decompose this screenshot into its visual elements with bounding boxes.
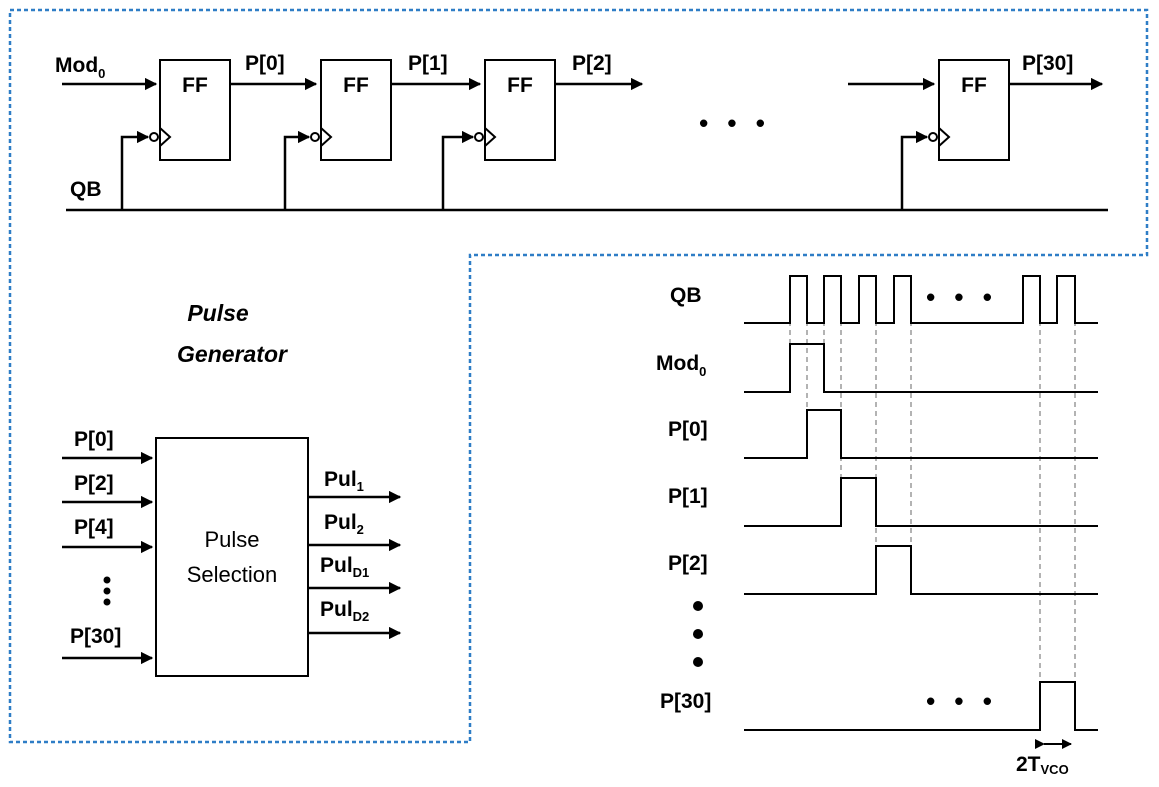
flipflop-30: FF P[30] [848,52,1104,210]
flipflop-label: FF [961,74,987,97]
clock-triangle [320,127,333,147]
flipflop-label: FF [507,74,533,97]
clock-label: QB [70,178,102,201]
shift-input-label: Mod0 [55,54,105,81]
pulse-input-label: P[4] [74,516,114,539]
timing-label-mod0: Mod0 [656,352,706,379]
clock-wire [900,130,929,210]
timing-label-p0: P[0] [668,418,708,441]
waveform-mod0 [744,343,1098,393]
flipflop-box [484,59,556,161]
pulse-generator: Pulse Generator Pulse Selection P[0] P[2… [62,300,402,677]
flipflop-box [320,59,392,161]
flipflop-1: FF P[1] [283,52,482,210]
inversion-bubble [310,132,320,142]
waveform-p1 [744,477,1098,527]
timing-label-qb: QB [670,284,702,307]
inversion-bubble [928,132,938,142]
flipflop-box [159,59,231,161]
clock-wire [441,130,475,210]
pulse-selection-line2: Selection [187,562,278,587]
pulse-input-label: P[30] [70,625,121,648]
period-label: 2TVCO [1016,753,1069,777]
output-label: P[1] [408,52,448,75]
pulse-generator-title-line1: Pulse [187,300,249,326]
shift-ellipsis: • • • [699,108,771,138]
clock-wire [120,130,150,210]
pulse-selection-block [155,437,309,677]
flipflop-box [938,59,1010,161]
shift-register: Mod0 QB FF P[0] FF P[1] F [55,52,1108,212]
output-label: P[2] [572,52,612,75]
timing-ellipsis-p30: • • • [926,686,998,716]
timing-diagram: QB • • • Mod0 P[0] P[1] P[2] P[30] • • •… [656,275,1098,777]
pulse-input-ellipsis [103,576,111,606]
timing-vertical-ellipsis [693,601,703,667]
output-label: P[0] [245,52,285,75]
clock-triangle [938,127,951,147]
inversion-bubble [149,132,159,142]
pulse-input-label: P[0] [74,428,114,451]
clock-triangle [159,127,172,147]
waveform-p0 [744,409,1098,459]
waveform-p2 [744,545,1098,595]
clock-wire [283,130,311,210]
region-border [8,8,1149,744]
waveform-qb [744,275,1098,324]
timing-label-p1: P[1] [668,485,708,508]
pulse-output-label: PulD1 [320,554,369,580]
pulse-input-label: P[2] [74,472,114,495]
timing-label-p30: P[30] [660,690,711,713]
pulse-selection-line1: Pulse [204,527,259,552]
pulse-output-label: Pul1 [324,468,364,494]
timing-label-p2: P[2] [668,552,708,575]
pulse-output-label: Pul2 [324,511,364,537]
clock-triangle [484,127,497,147]
pulse-generator-title-line2: Generator [177,341,288,367]
timing-ellipsis-qb: • • • [926,282,998,312]
inversion-bubble [474,132,484,142]
output-label: P[30] [1022,52,1073,75]
flipflop-0: FF P[0] [120,52,318,210]
pulse-output-label: PulD2 [320,598,369,624]
waveform-p30 [744,681,1098,731]
flipflop-label: FF [182,74,208,97]
flipflop-label: FF [343,74,369,97]
flipflop-2: FF P[2] [441,52,644,210]
